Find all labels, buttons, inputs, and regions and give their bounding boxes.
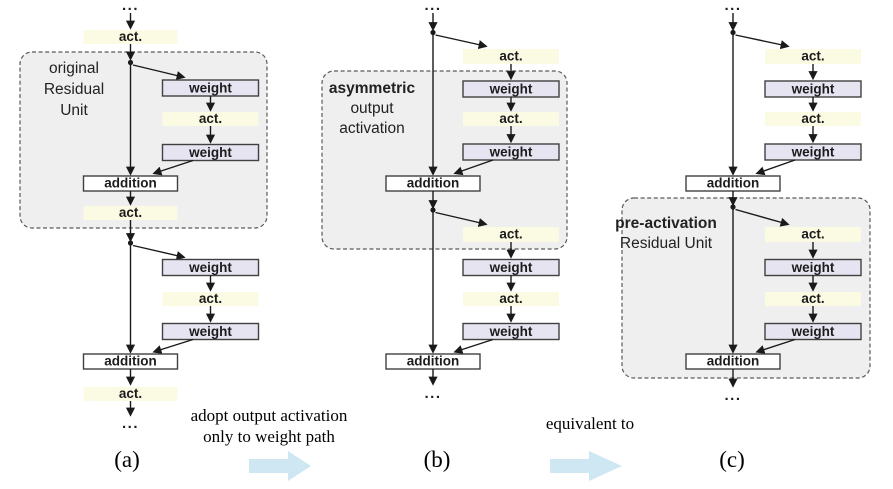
transition-b-to-c: equivalent to [546,414,634,481]
ellipsis-top-a: ... [122,0,139,14]
unit-label-c-line2: Residual Unit [620,235,713,252]
unit-label-b-line3: activation [339,120,404,137]
transition-ab-text-line1: adopt output activation [191,406,348,425]
panel-caption-b: (b) [424,447,451,472]
ellipsis-top-b: ... [424,0,441,14]
branch-arrow [132,244,186,261]
ellipsis-top-c: ... [724,0,741,14]
act-box-label: act. [499,291,522,306]
branch-arrow [755,159,796,176]
unit-label-a-line3: Unit [60,102,88,119]
act-box [765,292,861,306]
act-box [162,292,259,306]
weight-box-label: weight [188,260,232,275]
act-box [83,387,178,401]
act-box-label: act. [801,111,824,126]
panel-c: pre-activation Residual Unit ... act. we… [615,0,871,472]
weight-box [462,322,560,341]
weight-box-label: weight [489,324,533,339]
branch-arrow [735,208,790,227]
act-box-label: act. [801,49,824,64]
ellipsis-bottom-a: ... [122,415,139,432]
ellipsis-bottom-b: ... [424,385,441,402]
act-box-highlighted [463,227,559,242]
branch-arrow [435,34,488,50]
branch-arrow [755,338,796,354]
weight-box-label: weight [188,81,232,96]
addition-box-label: addition [707,176,760,191]
addition-box-label: addition [104,176,157,191]
act-box-label: act. [199,291,222,306]
transition-bc-text: equivalent to [546,414,634,433]
act-box-label: act. [119,386,142,401]
addition-box-label: addition [407,354,460,369]
act-box-label: act. [119,29,142,44]
act-box-label: act. [801,227,824,242]
act-box [765,112,861,126]
branch-arrow [735,34,790,50]
branch-arrow [132,64,186,80]
addition-box-label: addition [407,176,460,191]
transition-ab-text-line2: only to weight path [203,427,335,446]
flow-right-arrow-icon [249,451,311,481]
act-box [463,292,559,306]
weight-box-label: weight [791,260,835,275]
branch-arrow [453,338,494,354]
transition-a-to-b: adopt output activation only to weight p… [191,406,348,481]
act-box-highlighted [765,227,861,242]
panel-a: original Residual Unit ... act. weight a… [19,0,268,472]
act-box-label: act. [499,49,522,64]
unit-label-a-line2: Residual [44,81,104,98]
weight-box-label: weight [489,145,533,160]
branch-arrow [152,338,194,354]
addition-box-label: addition [104,354,157,369]
act-box-highlighted [463,49,559,64]
flow-right-arrow-icon [550,451,622,481]
weight-box-label: weight [188,145,232,160]
residual-unit-outline-a [19,51,268,229]
branch-arrow [152,159,194,176]
weight-box [161,143,260,162]
panel-caption-c: (c) [719,447,745,472]
act-box-label: act. [801,291,824,306]
ellipsis-bottom-c: ... [724,387,741,404]
weight-box [462,143,560,161]
addition-box-label: addition [707,354,760,369]
act-box [463,112,559,126]
unit-label-b-line1: asymmetric [329,80,416,97]
act-box-label: act. [199,111,222,126]
branch-arrow [453,159,494,176]
act-box-label: act. [499,111,522,126]
branch-arrow [435,211,488,227]
unit-label-b-line2: output [350,100,394,117]
unit-label-a-line1: original [49,60,99,77]
weight-box [161,322,260,341]
act-box-highlighted [765,49,861,64]
act-box [162,112,259,126]
act-box [83,30,178,44]
panel-caption-a: (a) [114,447,140,472]
weight-box-label: weight [489,82,533,97]
panel-b: asymmetric output activation ... act. we… [321,0,568,472]
weight-box-label: weight [791,145,835,160]
unit-label-c-line1: pre-activation [615,215,717,232]
act-box [83,206,178,220]
act-box-label: act. [119,205,142,220]
weight-box [764,143,862,161]
weight-box-label: weight [791,82,835,97]
weight-box-label: weight [188,324,232,339]
weight-box [764,322,862,341]
weight-box-label: weight [489,260,533,275]
act-box-label: act. [499,227,522,242]
weight-box-label: weight [791,324,835,339]
